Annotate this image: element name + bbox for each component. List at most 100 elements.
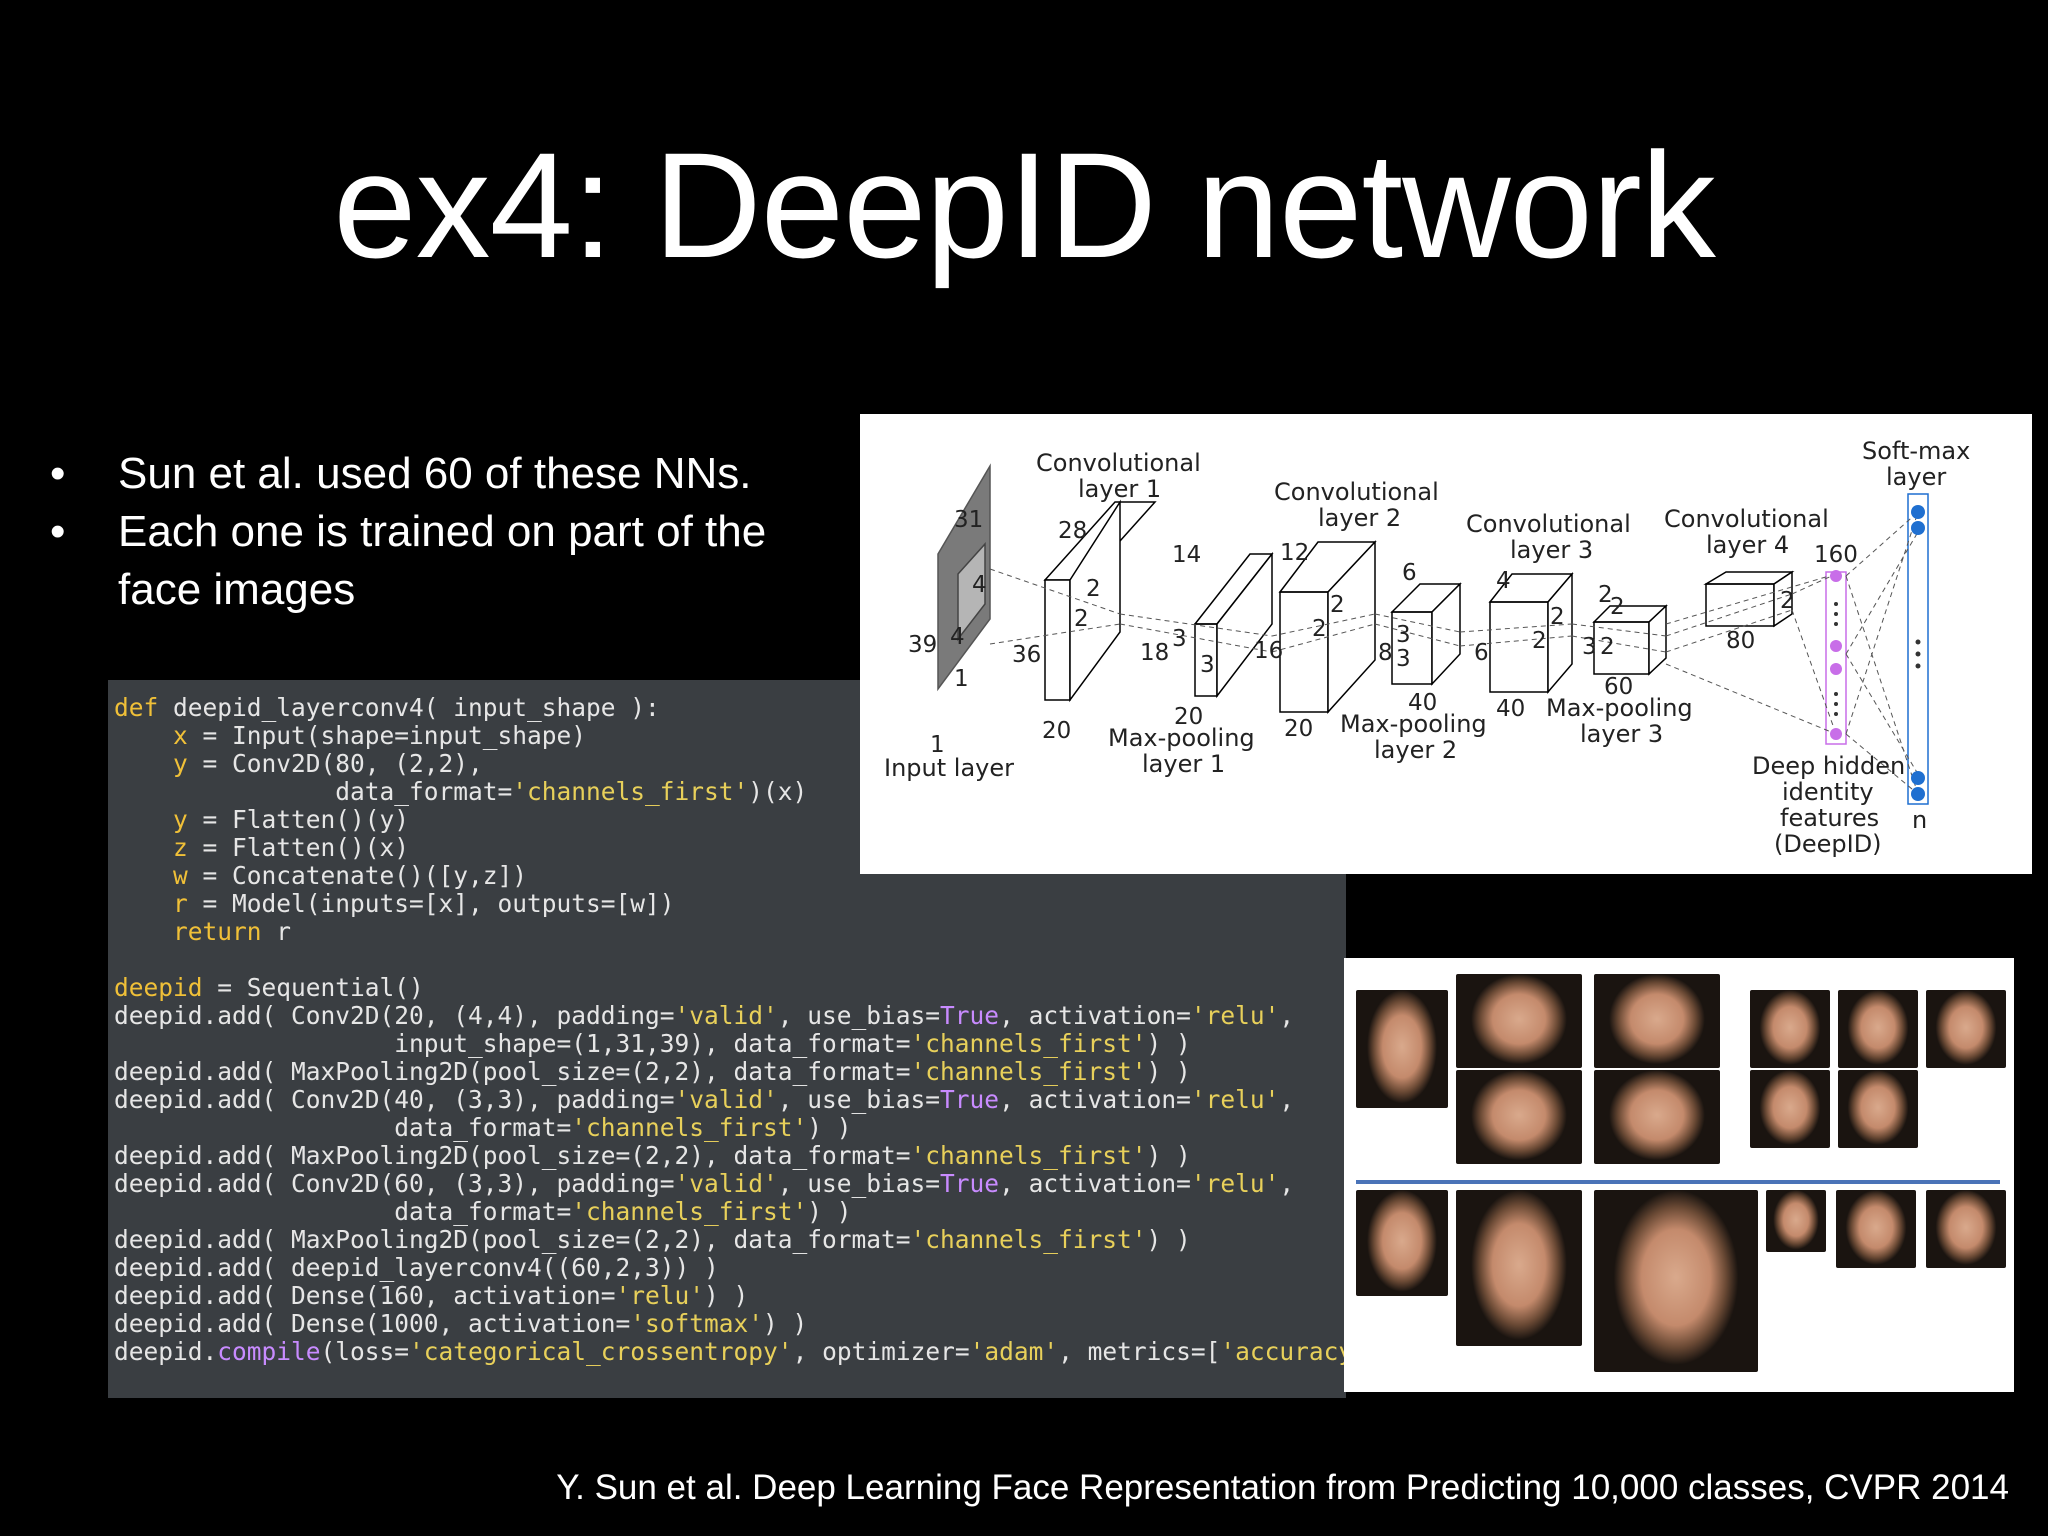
conv1-label: Convolutional — [1036, 449, 1201, 477]
code-line — [114, 945, 129, 974]
dim-label: 4 — [972, 572, 987, 598]
conv2-label: layer 2 — [1318, 504, 1401, 532]
face-patch-image — [1594, 974, 1720, 1068]
face-patch-image — [1750, 990, 1830, 1068]
deepid-layer — [1825, 571, 1847, 745]
code-line: deepid.add( Conv2D(20, (4,4), padding='v… — [114, 1001, 1295, 1030]
bullet-text: Each one is trained on part of the — [118, 507, 767, 556]
conv1-label: layer 1 — [1078, 475, 1161, 503]
bullet-dot: • — [50, 449, 66, 498]
dim-label: 20 — [1174, 704, 1203, 730]
face-patch-image — [1356, 990, 1448, 1108]
dim-label: 36 — [1012, 642, 1041, 668]
dim-label: 2 — [1330, 592, 1345, 618]
face-patch-image — [1456, 974, 1582, 1068]
dim-label: 20 — [1284, 716, 1313, 742]
conv3-label: layer 3 — [1510, 536, 1593, 564]
deepid-label: features — [1780, 804, 1879, 832]
face-patch-image — [1838, 990, 1918, 1068]
slide-title: ex4: DeepID network — [333, 121, 1716, 289]
input-layer-label: Input layer — [884, 754, 1014, 782]
dim-label: 2 — [1600, 634, 1615, 660]
face-patch-image — [1456, 1190, 1582, 1346]
pool1-label: layer 1 — [1142, 750, 1225, 778]
citation: Y. Sun et al. Deep Learning Face Represe… — [556, 1468, 2009, 1507]
dim-label: 60 — [1604, 674, 1633, 700]
code-line: deepid.add( Dense(1000, activation='soft… — [114, 1309, 808, 1338]
dim-label: 3 — [1200, 652, 1215, 678]
face-patch-image — [1926, 1190, 2006, 1268]
bullet-text: Sun et al. used 60 of these NNs. — [118, 449, 752, 498]
conv4-label: layer 4 — [1706, 531, 1789, 559]
conv3-label: Convolutional — [1466, 510, 1631, 538]
pool2-label: Max-pooling — [1340, 710, 1487, 738]
code-line: def deepid_layerconv4( input_shape ): — [114, 693, 660, 722]
face-group-separator — [1356, 1180, 2000, 1184]
bullet-item: • Each one is trained on part of the — [50, 503, 850, 561]
code-line: return r — [114, 917, 292, 946]
dim-label: 2 — [1780, 588, 1795, 614]
dim-label: 12 — [1280, 540, 1309, 566]
code-line: w = Concatenate()([y,z]) — [173, 861, 528, 890]
dim-label: 40 — [1496, 696, 1525, 722]
dim-label: 6 — [1474, 640, 1489, 666]
dim-label: 1 — [954, 666, 969, 692]
softmax-n-label: n — [1912, 806, 1927, 834]
deepid-label: (DeepID) — [1774, 830, 1882, 858]
code-line: y = Conv2D(80, (2,2), — [173, 749, 483, 778]
conv2-block — [1279, 591, 1329, 713]
dim-label: 16 — [1254, 638, 1283, 664]
bullet-text: face images — [118, 565, 356, 614]
deepid-label: Deep hidden — [1752, 752, 1905, 780]
face-patch-image — [1766, 1190, 1826, 1252]
pool2-block — [1391, 611, 1433, 685]
dim-label: 4 — [950, 624, 965, 650]
code-block: def deepid_layerconv4( input_shape ): x … — [108, 680, 1397, 1380]
dim-label: 2 — [1312, 616, 1327, 642]
code-line: deepid.add( Dense(160, activation='relu'… — [114, 1281, 749, 1310]
dim-label: 6 — [1402, 560, 1417, 586]
code-line: x = Input(shape=input_shape) — [173, 721, 587, 750]
deepid-neurons — [1830, 570, 1842, 740]
dim-label: 3 — [1396, 646, 1411, 672]
face-patch-image — [1750, 1070, 1830, 1148]
dim-label: 4 — [1496, 568, 1511, 594]
bullet-list: • Sun et al. used 60 of these NNs. • Each … — [50, 445, 850, 619]
dim-label: 31 — [954, 507, 983, 533]
code-line: data_format='channels_first') ) — [114, 1113, 852, 1142]
pool3-label: layer 3 — [1580, 720, 1663, 748]
pool2-label: layer 2 — [1374, 736, 1457, 764]
code-line: r = Model(inputs=[x], outputs=[w]) — [173, 889, 675, 918]
code-line: deepid.add( MaxPooling2D(pool_size=(2,2)… — [114, 1057, 1191, 1086]
conv1-block — [1044, 579, 1071, 701]
pool3-label: Max-pooling — [1546, 694, 1693, 722]
pool1-label: Max-pooling — [1108, 724, 1255, 752]
face-patch-image — [1456, 1070, 1582, 1164]
dim-label: 2 — [1598, 582, 1613, 608]
network-diagram: Convolutional layer 1 Convolutional laye… — [860, 414, 2032, 874]
network-diagram-svg: Convolutional layer 1 Convolutional laye… — [884, 437, 1970, 858]
code-line: deepid.add( MaxPooling2D(pool_size=(2,2)… — [114, 1225, 1191, 1254]
dim-label: 14 — [1172, 542, 1201, 568]
face-patch-image — [1594, 1190, 1758, 1372]
dim-label: 20 — [1042, 718, 1071, 744]
softmax-layer — [1907, 493, 1929, 805]
code-line: deepid.add( Conv2D(40, (3,3), padding='v… — [114, 1085, 1295, 1114]
bullet-dot: • — [50, 507, 66, 556]
code-line: deepid.add( Conv2D(60, (3,3), padding='v… — [114, 1169, 1295, 1198]
conv3-block — [1489, 601, 1549, 693]
dim-label: 3 — [1582, 634, 1597, 660]
code-line: deepid = Sequential() — [114, 973, 424, 1002]
face-patch-image — [1836, 1190, 1916, 1268]
face-patch-image — [1926, 990, 2006, 1068]
dim-label: 3 — [1172, 626, 1187, 652]
deepid-label: identity — [1782, 778, 1874, 806]
code-line: data_format='channels_first') ) — [114, 1197, 852, 1226]
code-line: input_shape=(1,31,39), data_format='chan… — [114, 1029, 1191, 1058]
code-line: deepid.add( MaxPooling2D(pool_size=(2,2)… — [114, 1141, 1191, 1170]
conv4-label: Convolutional — [1664, 505, 1829, 533]
bullet-item-continuation: face images — [50, 561, 850, 619]
face-patch-image — [1594, 1070, 1720, 1164]
code-line: deepid.add( deepid_layerconv4((60,2,3)) … — [114, 1253, 719, 1282]
dim-label: 2 — [1086, 576, 1101, 602]
